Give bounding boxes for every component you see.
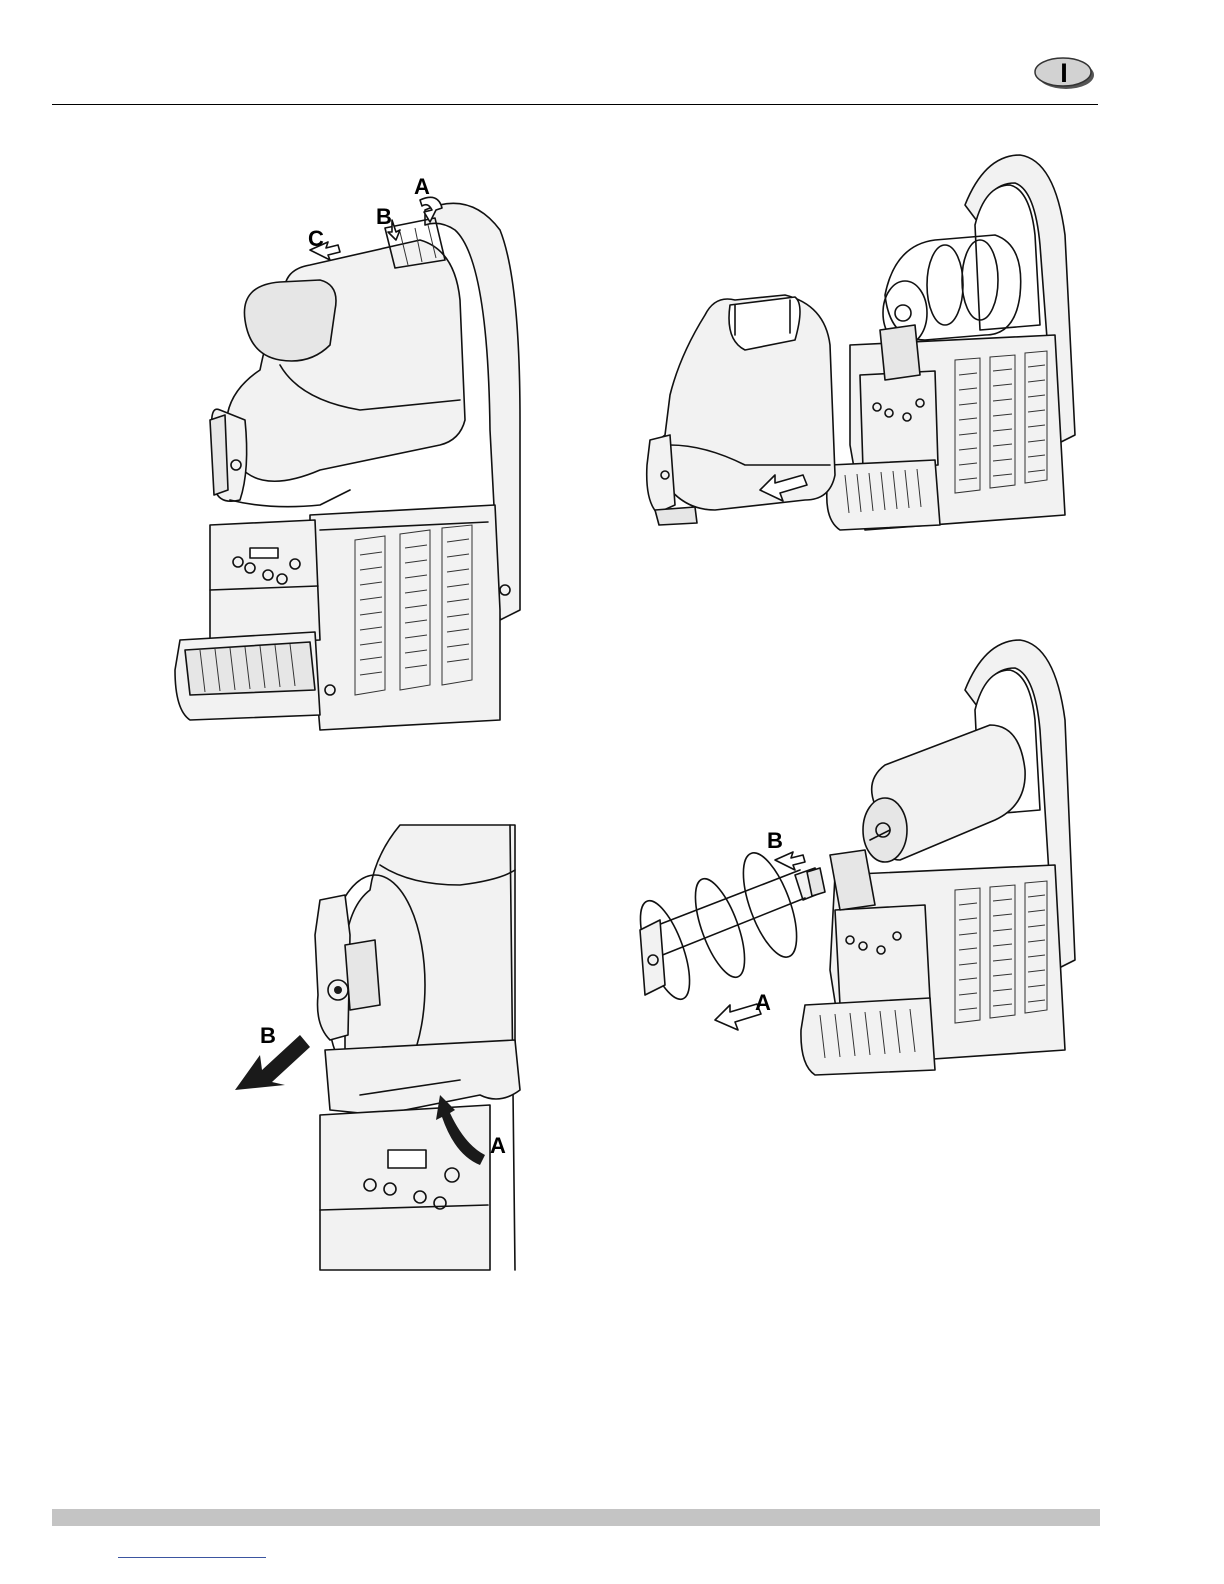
- figure-tap-closeup: B A: [230, 825, 530, 1275]
- bowl-removed-illustration: [635, 145, 1085, 540]
- language-badge-label: I: [1033, 56, 1095, 90]
- auger-spiral: [630, 846, 807, 1005]
- auger-removal-illustration: [635, 630, 1085, 1090]
- footer-bar: [52, 1509, 1100, 1526]
- figure-4-label-a: A: [755, 992, 771, 1014]
- header-rule: [52, 104, 1098, 105]
- figure-1-label-a: A: [414, 176, 430, 198]
- figure-machine-closed: A B C: [170, 170, 530, 740]
- figure-1-label-b: B: [376, 206, 392, 228]
- figure-3-label-b: B: [260, 1025, 276, 1047]
- arrow-icon: [775, 852, 805, 870]
- figure-1-label-c: C: [308, 228, 324, 250]
- language-badge: I: [1033, 56, 1095, 90]
- figure-bowl-removed: [635, 145, 1085, 540]
- footer-link-underline[interactable]: [118, 1557, 266, 1558]
- machine-closed-illustration: [170, 170, 530, 740]
- figure-4-label-b: B: [767, 830, 783, 852]
- figure-auger-removal: B A: [635, 630, 1085, 1090]
- tap-closeup-illustration: [230, 825, 530, 1275]
- figure-3-label-a: A: [490, 1135, 506, 1157]
